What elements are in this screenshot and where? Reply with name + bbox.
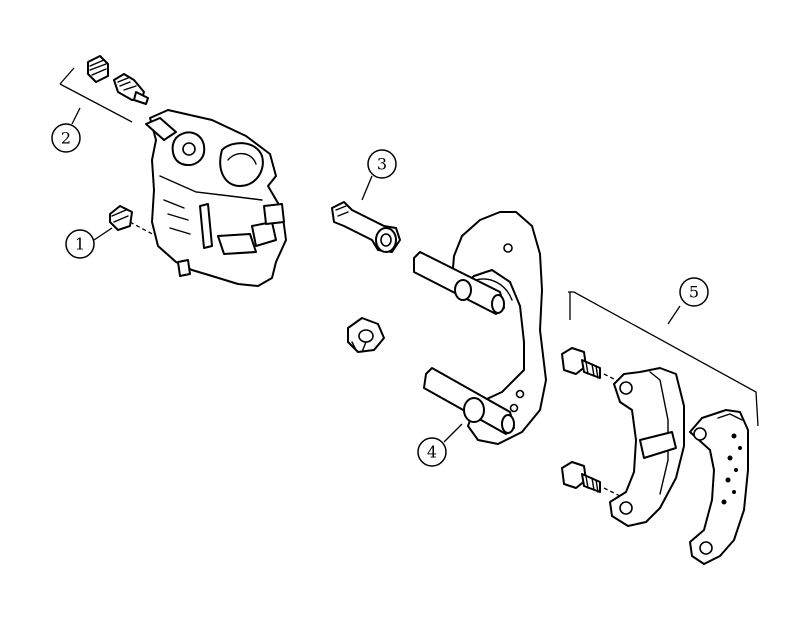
callout-2: 2 xyxy=(51,123,81,153)
bolt-upper xyxy=(561,347,601,379)
bolt-upper-axis xyxy=(603,373,625,385)
callout-1-leader xyxy=(93,227,113,241)
bolt-lower-axis xyxy=(603,487,625,499)
bracket-pin-lower xyxy=(423,367,515,435)
callout-3-leader xyxy=(361,175,373,201)
callout-5: 5 xyxy=(679,277,709,307)
outer-brake-pad xyxy=(689,409,749,565)
inner-brake-pad xyxy=(609,367,685,527)
bracket-pin-upper xyxy=(413,251,505,315)
callout-5-label: 5 xyxy=(689,283,699,302)
guide-pin xyxy=(331,201,401,253)
callout-2-label: 2 xyxy=(61,129,71,148)
callout-3: 3 xyxy=(367,149,397,179)
caliper-fitting-axis xyxy=(129,221,157,237)
caliper-housing xyxy=(145,109,287,287)
callout-2-bracket xyxy=(59,67,133,125)
bleeder-screw xyxy=(113,73,149,105)
bleeder-cap xyxy=(87,55,109,83)
callout-4: 4 xyxy=(417,437,447,467)
callout-4-leader xyxy=(443,423,463,443)
callout-5-bracket xyxy=(568,291,759,427)
callout-3-label: 3 xyxy=(377,155,387,174)
callout-1: 1 xyxy=(65,229,95,259)
bushing xyxy=(347,317,385,353)
callout-4-label: 4 xyxy=(427,443,437,462)
callout-1-label: 1 xyxy=(75,235,85,254)
bolt-lower xyxy=(561,461,601,493)
caliper-fitting xyxy=(109,205,133,231)
anchor-bracket xyxy=(451,211,547,445)
